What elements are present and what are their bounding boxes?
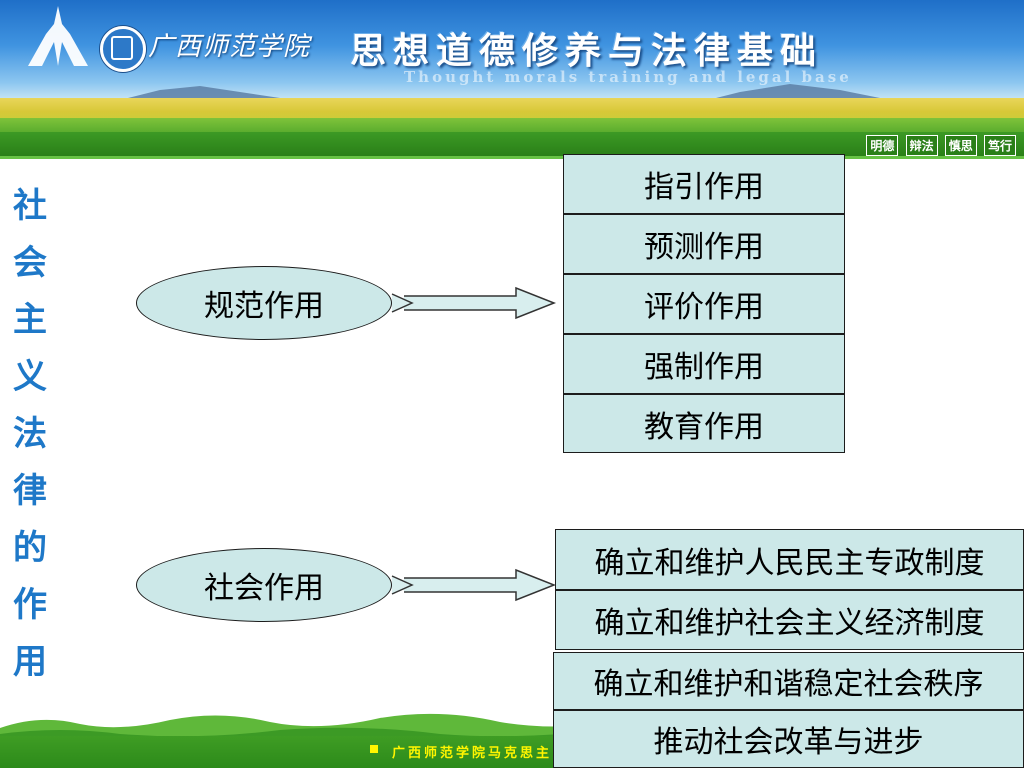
header-banner: 广西师范学院 思想道德修养与法律基础 Thought morals traini…: [0, 0, 1024, 150]
normative-item-evaluate: 评价作用: [563, 274, 845, 334]
nav-links: 明德 辩法 慎思 笃行: [863, 135, 1016, 156]
nav-item-shensi[interactable]: 慎思: [944, 135, 977, 156]
social-arrow: [391, 568, 557, 602]
vertical-title: 社会主义法律的作用: [13, 186, 47, 682]
nav-item-mingde[interactable]: 明德: [866, 135, 899, 156]
footer-square-icon: [370, 745, 378, 753]
normative-item-educate: 教育作用: [563, 394, 845, 453]
social-item-order: 确立和维护和谐稳定社会秩序: [553, 652, 1024, 710]
school-logo: [100, 26, 146, 72]
footer-text: 广西师范学院马克思主: [392, 746, 553, 761]
normative-item-enforce: 强制作用: [563, 334, 845, 394]
school-name: 广西师范学院: [148, 32, 311, 62]
normative-function-node: 规范作用: [136, 266, 392, 340]
normative-item-predict: 预测作用: [563, 214, 845, 274]
nav-item-bianfa[interactable]: 辩法: [905, 135, 938, 156]
social-function-node: 社会作用: [136, 548, 392, 622]
social-item-dictatorship: 确立和维护人民民主专政制度: [555, 529, 1024, 590]
nav-item-duxing[interactable]: 笃行: [983, 135, 1016, 156]
course-title: 思想道德修养与法律基础: [350, 31, 824, 72]
tower-icon: [28, 6, 88, 66]
course-title-en: Thought morals training and legal base: [404, 68, 852, 86]
social-item-reform: 推动社会改革与进步: [553, 710, 1024, 768]
normative-item-guide: 指引作用: [563, 154, 845, 214]
normative-arrow: [391, 286, 557, 320]
nav-strip: [0, 132, 1024, 159]
social-item-economy: 确立和维护社会主义经济制度: [555, 590, 1024, 650]
